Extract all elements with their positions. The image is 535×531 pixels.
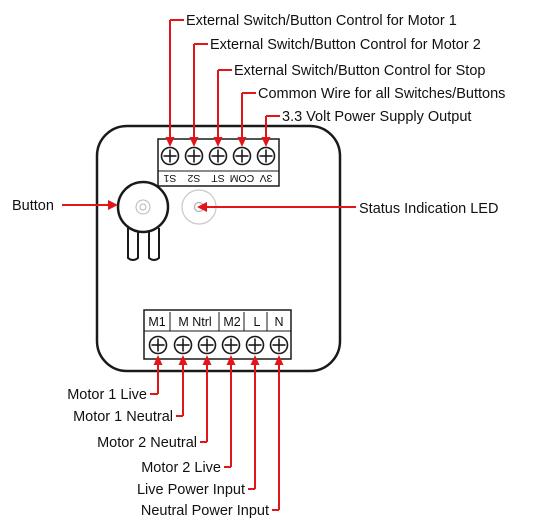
- bottom-label: Motor 1 Live: [67, 387, 147, 403]
- top-terminal-label: 3V: [260, 172, 273, 184]
- top-terminal-screw: [160, 146, 180, 166]
- top-terminal-screw: [208, 146, 228, 166]
- bottom-leader-line: [248, 355, 260, 490]
- top-terminal-screw: [256, 146, 276, 166]
- button-leader: [62, 200, 118, 210]
- bottom-leader-line: [224, 355, 236, 468]
- led-leader: [197, 202, 356, 212]
- top-terminal-label: COM: [230, 172, 255, 184]
- bottom-label: Motor 1 Neutral: [73, 409, 173, 425]
- top-leader-line: [189, 43, 208, 147]
- top-terminal-label: S1: [163, 172, 176, 184]
- bottom-terminal-label: M1: [148, 315, 165, 329]
- bottom-terminal-label: L: [254, 315, 261, 329]
- bottom-terminal-screw: [197, 335, 217, 355]
- top-label: Common Wire for all Switches/Buttons: [258, 86, 505, 102]
- bottom-terminal-block: [143, 309, 292, 360]
- led-label: Status Indication LED: [359, 201, 498, 217]
- bottom-leader-line: [150, 355, 163, 395]
- top-leader-line: [213, 69, 232, 147]
- bottom-leader-line: [272, 355, 284, 511]
- top-leader-line: [237, 92, 256, 147]
- top-label: External Switch/Button Control for Motor…: [186, 13, 457, 29]
- top-label: External Switch/Button Control for Stop: [234, 63, 485, 79]
- top-label: 3.3 Volt Power Supply Output: [282, 109, 471, 125]
- top-terminal-label: S2: [187, 172, 200, 184]
- bottom-terminal-label: M2: [223, 315, 240, 329]
- top-leader-line: [165, 19, 184, 147]
- top-label: External Switch/Button Control for Motor…: [210, 37, 481, 53]
- bottom-terminal-screw: [221, 335, 241, 355]
- top-leader-line: [261, 115, 280, 147]
- bottom-label: Neutral Power Input: [141, 503, 269, 519]
- bottom-leader-line: [176, 355, 188, 417]
- bottom-leader-line: [200, 355, 212, 443]
- bottom-terminal-label: N: [274, 315, 283, 329]
- button-label: Button: [12, 198, 54, 214]
- bottom-terminal-screw: [148, 335, 168, 355]
- top-terminal-screw: [232, 146, 252, 166]
- bottom-terminal-screw: [269, 335, 289, 355]
- button[interactable]: [116, 180, 170, 261]
- bottom-terminal-label: M Ntrl: [178, 315, 211, 329]
- top-terminal-screw: [184, 146, 204, 166]
- bottom-terminal-screw: [173, 335, 193, 355]
- bottom-label: Motor 2 Neutral: [97, 435, 197, 451]
- bottom-label: Live Power Input: [137, 482, 245, 498]
- bottom-label: Motor 2 Live: [141, 460, 221, 476]
- bottom-terminal-screw: [245, 335, 265, 355]
- top-terminal-label: ST: [211, 172, 225, 184]
